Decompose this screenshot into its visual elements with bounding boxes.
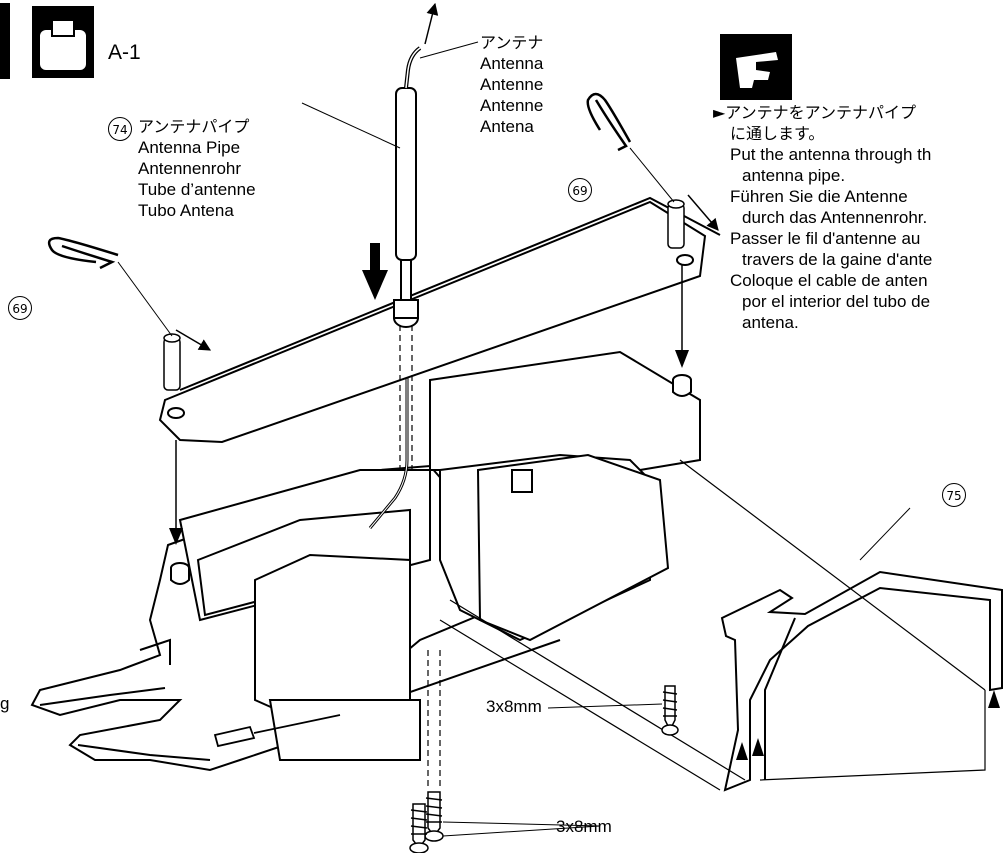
left-edge-text-fragment: g bbox=[0, 694, 10, 713]
steering-rod bbox=[213, 714, 341, 748]
screw-bottom-1 bbox=[424, 791, 444, 842]
bumper-label-leader bbox=[859, 507, 911, 561]
bumper-leader-right bbox=[759, 690, 986, 781]
pointing-hand-icon bbox=[720, 34, 792, 100]
screw-bottom-leader bbox=[442, 821, 601, 837]
clip-left-leader bbox=[117, 261, 173, 337]
body-mount-bumper bbox=[720, 570, 1003, 792]
body-post-left bbox=[170, 562, 190, 585]
clip-left-arrow bbox=[175, 329, 212, 351]
antenna-tip-inner bbox=[405, 47, 421, 89]
antenna-up-arrow bbox=[424, 2, 439, 45]
antenna-label-leader bbox=[419, 41, 479, 59]
antenna-label-de: Antenne bbox=[480, 75, 544, 94]
screw-bottom-2 bbox=[409, 803, 429, 853]
body-clip-right bbox=[586, 92, 632, 152]
clip-right-leader bbox=[629, 147, 675, 203]
screw-right-leader bbox=[547, 703, 663, 709]
screw-right-size-label: 3x8mm bbox=[486, 697, 542, 716]
pipe-label-leader bbox=[301, 102, 401, 149]
left-frame-edge bbox=[0, 3, 10, 79]
receiver-cover bbox=[158, 196, 721, 444]
clip-hole-right bbox=[667, 199, 685, 249]
antenna-pipe-label-en: Antenna Pipe bbox=[138, 138, 241, 157]
bumper-part-number: 75 bbox=[942, 483, 966, 507]
bumper-up-arrows bbox=[736, 690, 1000, 760]
antenna-label-jp: アンテナ bbox=[480, 33, 544, 52]
instruction-jp-line2: に通します。 bbox=[730, 124, 825, 143]
rc-receiver-box-icon bbox=[32, 6, 94, 78]
antenna-label: アンテナ Antenna Antenne Antenne Antena bbox=[480, 32, 543, 137]
instruction-block: ►アンテナをアンテナパイプ に通します。 Put the antenna thr… bbox=[713, 102, 932, 333]
instruction-es-line3: antena. bbox=[742, 313, 799, 332]
post-right-arrow bbox=[675, 265, 689, 368]
instruction-en-line2: antenna pipe. bbox=[742, 166, 846, 185]
clip-right-part-number: 69 bbox=[568, 178, 592, 202]
instruction-jp-line1: ►アンテナをアンテナパイプ bbox=[713, 103, 917, 122]
bumper-mount-guide bbox=[439, 599, 746, 791]
instruction-en-line1: Put the antenna through th bbox=[730, 145, 932, 164]
antenna-label-es: Antena bbox=[480, 117, 534, 136]
instruction-de-line2: durch das Antennenrohr. bbox=[742, 208, 928, 227]
step-label: A-1 bbox=[108, 41, 141, 64]
screw-right bbox=[661, 685, 679, 736]
antenna-pipe-label: アンテナパイプ Antenna Pipe Antennenrohr Tube d… bbox=[138, 116, 256, 221]
antenna-pipe-label-fr: Tube d’antenne bbox=[138, 180, 256, 199]
antenna-wire-inner bbox=[369, 318, 408, 529]
instruction-fr-line2: travers de la gaine d'ante bbox=[742, 250, 933, 269]
push-down-arrow bbox=[362, 243, 388, 300]
instruction-fr-line1: Passer le fil d'antenne au bbox=[730, 229, 921, 248]
antenna-label-fr: Antenne bbox=[480, 96, 544, 115]
instruction-es-line1: Coloque el cable de anten bbox=[730, 271, 928, 290]
antenna-pipe-part-number: 74 bbox=[108, 117, 132, 141]
body-clip-left bbox=[47, 236, 119, 270]
body-post-right bbox=[672, 374, 692, 397]
pipe-dash-guide bbox=[399, 325, 413, 470]
antenna-label-en: Antenna bbox=[480, 54, 544, 73]
clip-left-part-number: 69 bbox=[8, 296, 32, 320]
receiver-box bbox=[178, 350, 701, 761]
clip-hole-left bbox=[163, 333, 181, 391]
antenna-pipe bbox=[393, 87, 419, 328]
bumper-leader-guide bbox=[679, 459, 986, 691]
instruction-de-line1: Führen Sie die Antenne bbox=[730, 187, 908, 206]
screw-bottom-size-label: 3x8mm bbox=[556, 817, 612, 836]
antenna-pipe-label-de: Antennenrohr bbox=[138, 159, 242, 178]
clip-right-arrow bbox=[687, 194, 719, 231]
post-left-arrow bbox=[169, 440, 183, 545]
antenna-pipe-label-jp: アンテナパイプ bbox=[138, 117, 250, 136]
instruction-es-line2: por el interior del tubo de bbox=[742, 292, 931, 311]
screw-dash-guide bbox=[427, 650, 441, 790]
antenna-pipe-label-es: Tubo Antena bbox=[138, 201, 234, 220]
